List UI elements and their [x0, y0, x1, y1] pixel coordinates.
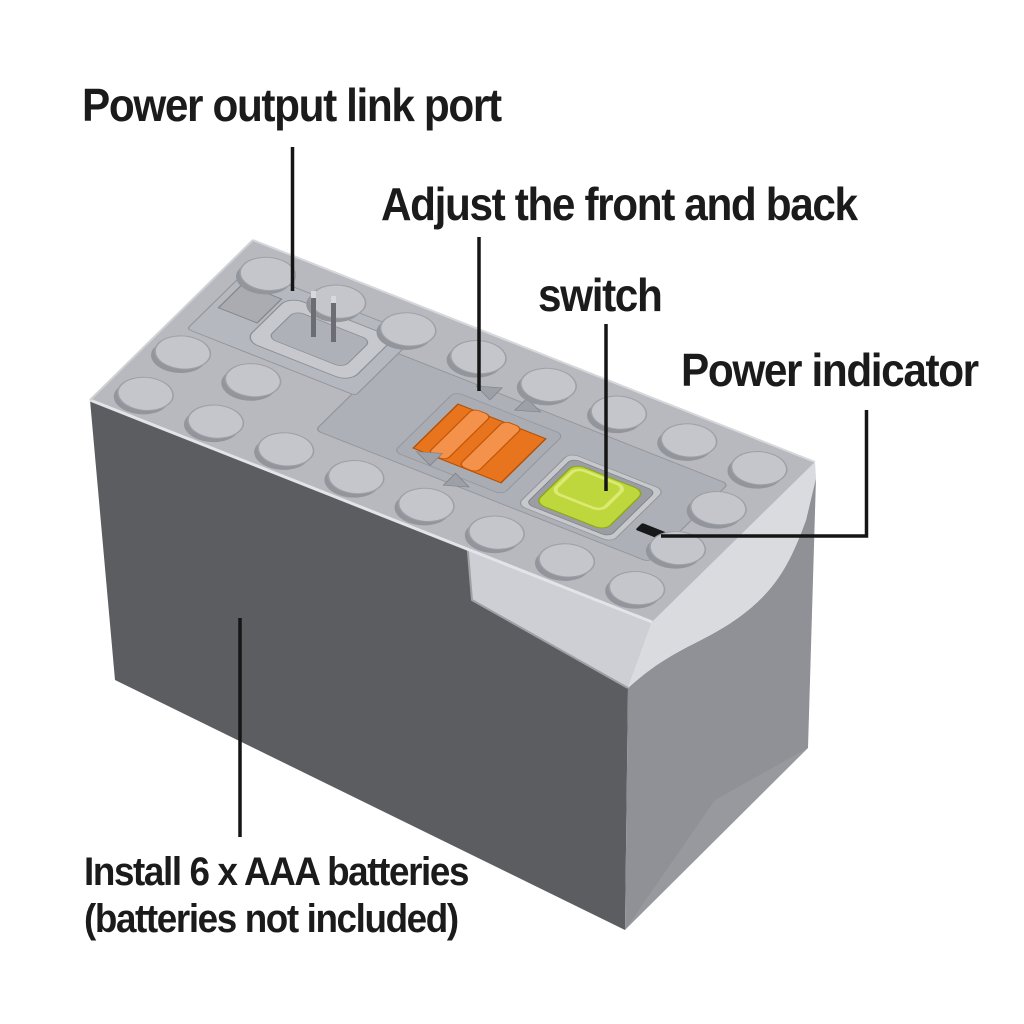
port-pins [311, 291, 336, 342]
leader-line-power-indicator [661, 410, 869, 538]
label-adjust-front-and-back: Adjust the front and back [381, 178, 858, 230]
front-face [90, 400, 628, 930]
lid-skirt-right [628, 462, 816, 688]
label-install-batteries: Install 6 x AAA batteries (batteries not… [84, 849, 469, 943]
power-button-highlight [553, 468, 624, 511]
label-install-batteries-line1: Install 6 x AAA batteries [84, 850, 469, 894]
top-face-left-bevel [89, 239, 254, 401]
port-pin-left-tip [311, 291, 316, 298]
slide-direction-arrow-icon [415, 451, 444, 466]
direction-switch [412, 403, 547, 484]
top-face-back-bevel [252, 239, 816, 463]
lid-skirt-front [90, 400, 652, 688]
label-power-indicator: Power indicator [681, 344, 979, 396]
slide-direction-arrow-icon [475, 385, 503, 401]
right-face [625, 478, 816, 930]
top-face-front-bevel [89, 398, 653, 624]
slide-direction-arrow-icon [513, 397, 542, 413]
label-power-output-link-port: Power output link port [82, 79, 502, 131]
port-pin-left [311, 291, 316, 337]
label-install-batteries-line2: (batteries not included) [84, 897, 459, 941]
right-face-sheen [625, 748, 808, 930]
switch-ridge [460, 421, 521, 472]
port-pin-right [331, 296, 336, 342]
port-pin-right-tip [331, 296, 336, 303]
label-switch: switch [538, 269, 663, 321]
slide-direction-arrow-icon [442, 472, 470, 488]
